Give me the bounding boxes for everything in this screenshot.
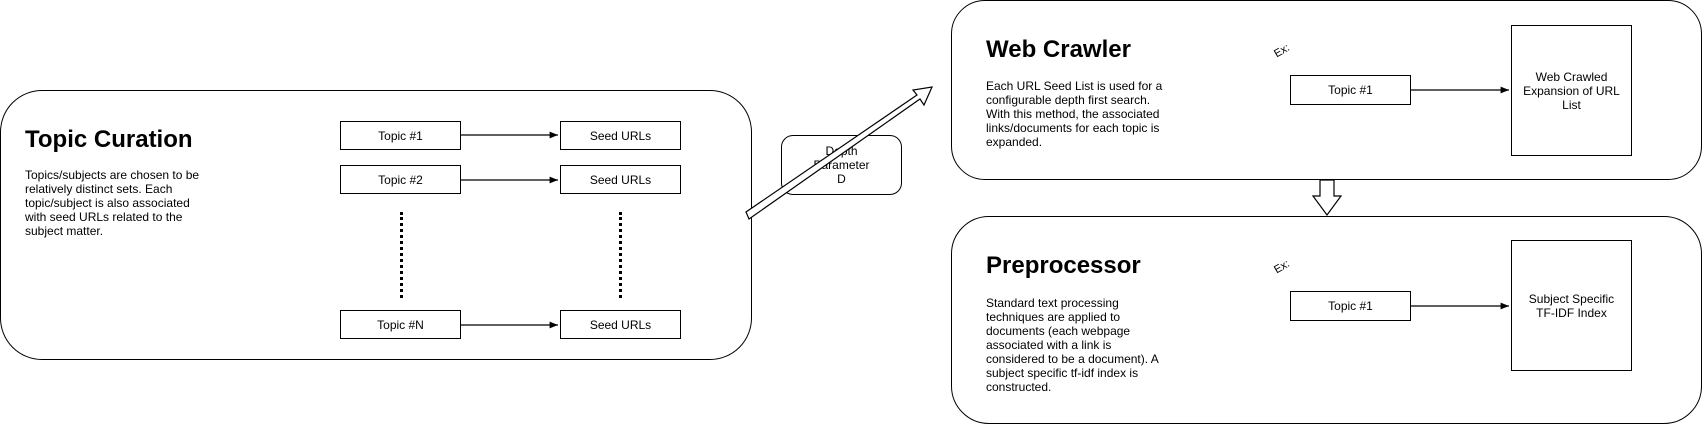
preprocessor-title: Preprocessor xyxy=(986,252,1141,279)
topic-box-1: Topic #1 xyxy=(340,121,461,150)
web-crawled-expansion-box: Web Crawled Expansion of URL List xyxy=(1511,25,1632,156)
web-crawler-title: Web Crawler xyxy=(986,36,1131,63)
topic-box-2: Topic #2 xyxy=(340,165,461,194)
block-arrow-curation-to-crawler xyxy=(745,86,933,220)
tf-idf-index-box: Subject Specific TF-IDF Index xyxy=(1511,240,1632,371)
topic-curation-title: Topic Curation xyxy=(25,126,193,153)
depth-parameter-box: Depth Parameter D xyxy=(781,135,902,195)
seed-urls-box-1: Seed URLs xyxy=(560,121,681,150)
topics-ellipsis-dots xyxy=(400,212,403,298)
web-crawler-description: Each URL Seed List is used for a configu… xyxy=(986,79,1163,149)
preprocessor-topic-box: Topic #1 xyxy=(1290,291,1411,321)
topic-box-n: Topic #N xyxy=(340,310,461,339)
depth-parameter-line3: D xyxy=(837,172,846,186)
seed-urls-box-n: Seed URLs xyxy=(560,310,681,339)
preprocessor-description: Standard text processing techniques are … xyxy=(986,296,1159,394)
topic-curation-description: Topics/subjects are chosen to be relativ… xyxy=(25,168,200,238)
web-crawler-topic-box: Topic #1 xyxy=(1290,75,1411,105)
seeds-ellipsis-dots xyxy=(619,212,622,298)
block-arrow-crawler-to-preprocessor xyxy=(1311,179,1343,217)
seed-urls-box-2: Seed URLs xyxy=(560,165,681,194)
